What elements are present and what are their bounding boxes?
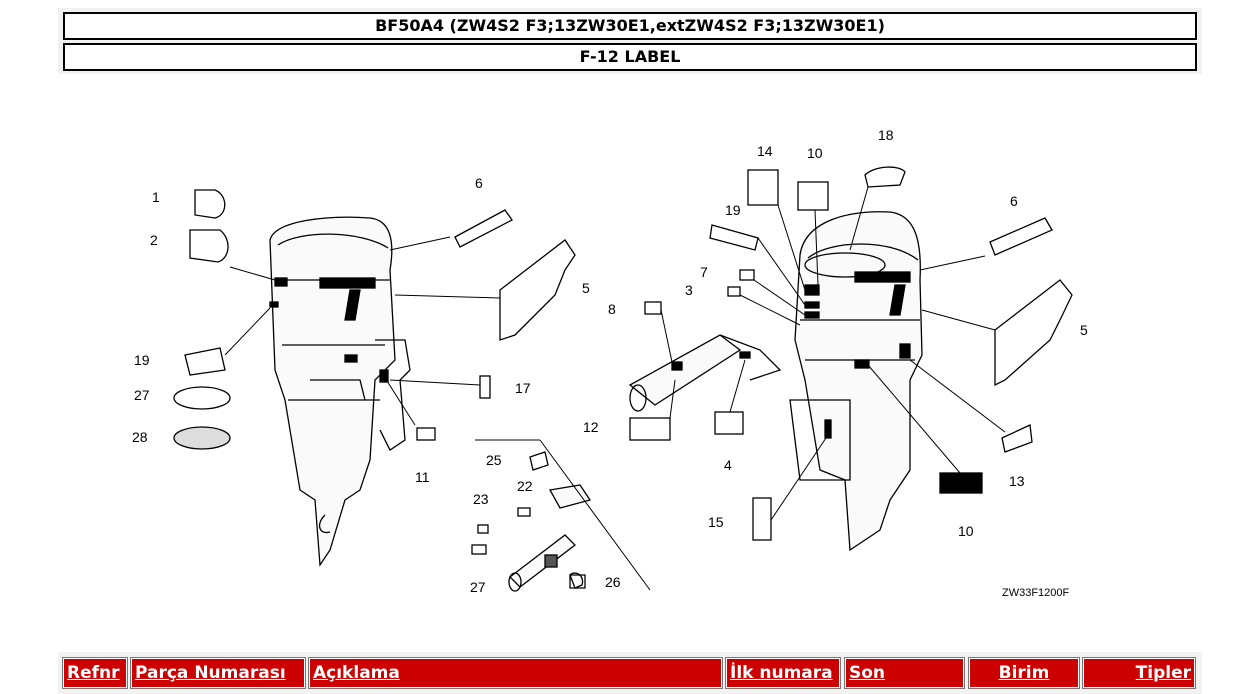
part-26-label — [471, 544, 487, 555]
part-19-label — [184, 347, 226, 376]
part-17-label — [864, 166, 906, 188]
callout-19: 19 — [134, 352, 150, 368]
diagram-code: ZW33F1200F — [1002, 587, 1070, 599]
part-8-label — [644, 301, 662, 315]
callout-25: 26 — [605, 574, 621, 590]
callout-9: 10 — [807, 145, 823, 161]
callout-11: 11 — [415, 469, 430, 485]
callout-2: 2 — [150, 232, 158, 248]
callout-13: 13 — [1009, 473, 1025, 489]
callout-6-right: 6 — [1010, 193, 1018, 209]
part-18-label — [709, 224, 759, 251]
callout-26: 27 — [470, 579, 486, 595]
part-28-label — [173, 426, 231, 450]
model-title: BF50A4 (ZW4S2 F3;13ZW30E1,extZW4S2 F3;13… — [63, 12, 1197, 40]
part-1-emblem — [194, 189, 226, 219]
part-10-label — [939, 472, 983, 494]
part-15-label — [752, 497, 772, 541]
part-11-label — [416, 427, 436, 441]
col-description[interactable]: Açıklama — [309, 658, 722, 688]
callout-28: 28 — [132, 429, 148, 445]
callout-numbers: 1 2 6 5 19 27 28 17 11 25 22 23 27 26 14… — [132, 127, 1088, 599]
part-27-label — [173, 386, 231, 410]
callout-15: 15 — [708, 514, 724, 530]
part-5-right-label — [994, 279, 1073, 387]
callout-27: 27 — [134, 387, 150, 403]
right-outboard-engine — [789, 211, 923, 552]
callout-6-left: 6 — [475, 175, 483, 191]
part-14-label — [747, 169, 779, 206]
callout-7: 7 — [700, 264, 708, 280]
callout-5-left: 5 — [582, 280, 590, 296]
part-16-label — [479, 375, 491, 399]
col-unit[interactable]: Birim — [969, 658, 1079, 688]
callout-24: 25 — [486, 452, 502, 468]
steering-grip — [508, 484, 592, 592]
callout-4: 4 — [724, 457, 732, 473]
col-part-number[interactable]: Parça Numarası — [131, 658, 305, 688]
part-5-left-label — [499, 239, 576, 341]
part-7-label — [739, 269, 755, 281]
parts-table-header: Refnr Parça Numarası Açıklama İlk numara… — [58, 652, 1202, 694]
callout-18: 19 — [725, 202, 741, 218]
callout-16: 17 — [515, 380, 531, 396]
col-types[interactable]: Tipler — [1083, 658, 1195, 688]
left-outboard-engine — [269, 216, 411, 567]
col-refnr[interactable]: Refnr — [63, 658, 127, 688]
part-4-label — [714, 411, 744, 435]
callout-14: 14 — [757, 143, 773, 159]
callout-1: 1 — [152, 189, 160, 205]
part-6-right-label — [989, 217, 1053, 256]
tiller-handle — [628, 334, 782, 412]
callout-10: 10 — [958, 523, 974, 539]
part-12-label — [629, 417, 671, 441]
section-title: F-12 LABEL — [63, 43, 1197, 71]
callout-23: 23 — [473, 491, 489, 507]
callout-3: 3 — [685, 282, 693, 298]
callout-22: 22 — [517, 478, 533, 494]
part-2-emblem — [189, 229, 229, 263]
part-25-label — [569, 574, 586, 589]
part-24-label — [529, 451, 549, 471]
col-last[interactable]: Son — [845, 658, 964, 688]
col-first-number[interactable]: İlk numara — [726, 658, 840, 688]
part-6-left-label — [454, 209, 513, 248]
callout-5-right: 5 — [1080, 322, 1088, 338]
leader-lines — [224, 186, 1006, 591]
part-23-label — [477, 524, 489, 534]
callout-17: 18 — [878, 127, 894, 143]
part-22-label — [517, 507, 531, 517]
parts-diagram: 1 2 6 5 19 27 28 17 11 25 22 23 27 26 14… — [132, 127, 1088, 599]
callout-8: 8 — [608, 301, 616, 317]
header-panel: BF50A4 (ZW4S2 F3;13ZW30E1,extZW4S2 F3;13… — [58, 8, 1202, 74]
part-13-label — [1001, 424, 1033, 453]
part-3-label — [727, 286, 741, 297]
part-9-label — [797, 181, 829, 211]
callout-12: 12 — [583, 419, 599, 435]
